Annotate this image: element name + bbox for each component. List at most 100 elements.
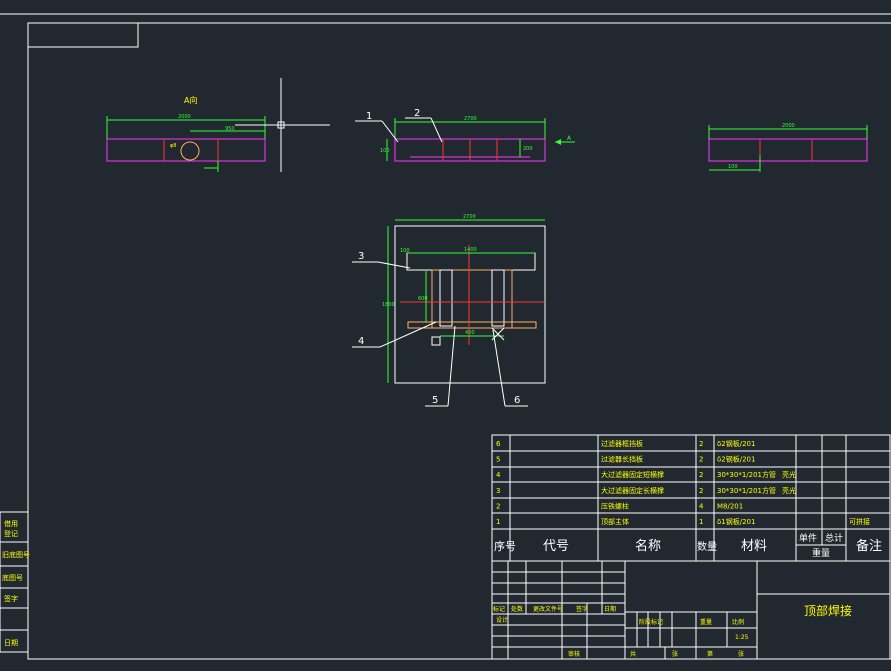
title-block-label: 阶段标记 [639, 618, 663, 626]
bom-rows: 6 过滤器框挡板 2 δ2钢板/201 5 过滤器长挡板 2 δ2钢板/201 4 大过滤器固定短… [496, 439, 870, 526]
bom-cell-material: δ1钢板/201 [717, 517, 755, 526]
bom-header-weight: 重量 [812, 547, 830, 559]
bom-header-note: 备注 [856, 538, 882, 554]
dimension-text: 100 [400, 248, 410, 254]
bom-cell-qty: 1 [699, 518, 703, 526]
bom-cell-qty: 4 [699, 502, 704, 510]
bom-cell-material: δ2钢板/201 [717, 455, 755, 464]
title-block: 标记 处数 更改文件号 签字 日期 设计 审核 阶段标记 重量 比例 1:25 … [491, 560, 891, 660]
bom-cell-material: M8/201 [717, 502, 743, 510]
bom-header-material: 材料 [741, 539, 767, 554]
dimension-text: 2700 [463, 214, 476, 220]
bom-cell-name: 压铁螺柱 [601, 501, 629, 510]
plan-view: 2700 1400 1800 100 600 400 [382, 214, 546, 384]
bom-header-no: 序号 [494, 539, 516, 553]
bom-cell-unit-weight: 亮光 [782, 486, 796, 495]
bom-cell-qty: 2 [699, 471, 703, 479]
callout-number: 3 [358, 251, 364, 262]
title-block-label: 张 [738, 650, 744, 658]
bom-cell-no: 6 [496, 440, 501, 448]
dimension-text: 600 [418, 296, 428, 302]
side-strip-label: 借用 [4, 519, 18, 528]
scale-value: 1:25 [735, 634, 749, 641]
bom-cell-qty: 2 [699, 440, 703, 448]
bom-cell-unit-weight: 亮光 [782, 470, 796, 479]
detail-circle [180, 141, 200, 161]
title-block-label: 第 [707, 650, 713, 658]
bom-cell-no: 4 [496, 471, 501, 479]
bom-header-code: 代号 [543, 539, 569, 554]
dimension-text: 100 [380, 148, 390, 154]
crosshair-cursor [235, 78, 330, 172]
bom-cell-qty: 2 [699, 456, 703, 464]
callout-number: 1 [366, 111, 372, 122]
side-strip-label: 底图号 [2, 573, 23, 582]
bom-cell-name: 顶部主体 [601, 517, 629, 526]
dimension-text: 1800 [382, 302, 395, 308]
dimension-text: φ8 [170, 143, 176, 149]
corner-code-box [27, 22, 139, 48]
title-block-label: 审核 [568, 650, 580, 658]
bom-header: 序号 代号 名称 数量 材料 单件 总计 重量 备注 [494, 532, 882, 559]
drawing-name: 顶部焊接 [804, 603, 852, 618]
title-block-label: 张 [672, 650, 678, 658]
title-block-label: 日期 [604, 605, 616, 613]
dimension-text: 2000 [782, 123, 795, 129]
callout-number: 5 [432, 395, 438, 406]
side-strip: 借用 登记 旧底图号 底图号 签字 日期 [0, 511, 30, 653]
dimension-text: 2700 [464, 116, 477, 122]
section-arrow-label: A [567, 135, 572, 142]
side-strip-label: 日期 [4, 639, 18, 647]
title-block-label: 签字 [576, 605, 588, 613]
callout-number: 4 [358, 336, 364, 347]
dimension-text: 100 [728, 164, 738, 170]
dimension-text: 950 [225, 126, 235, 132]
front-view: 2700 100 200 A [380, 116, 575, 162]
dimension-text: 200 [523, 146, 533, 152]
bom-cell-note: 可拼接 [849, 517, 870, 526]
bom-cell-material: 30*30*1/201方管 [717, 470, 776, 479]
bom-cell-no: 5 [496, 456, 500, 464]
side-strip-label: 登记 [4, 529, 18, 538]
callout-leaders [352, 117, 528, 407]
view-a-title: A向 [184, 95, 197, 105]
title-block-label: 处数 [511, 605, 523, 613]
side-view-outline [708, 138, 868, 162]
callout-numbers: 1 2 3 4 5 6 [358, 108, 520, 406]
drawing-frame [27, 22, 891, 660]
bom-header-qty: 数量 [697, 540, 717, 553]
bom-cell-material: 30*30*1/201方管 [717, 486, 776, 495]
view-a-outline [106, 138, 266, 162]
bom-cell-no: 3 [496, 487, 500, 495]
bom-header-name: 名称 [635, 538, 661, 554]
title-block-label: 比例 [732, 618, 744, 626]
callout-number: 6 [514, 395, 520, 406]
bom-cell-qty: 2 [699, 487, 703, 495]
dimension-text: 2000 [178, 114, 191, 120]
dimension-text: 1400 [464, 247, 477, 253]
side-strip-label: 旧底图号 [2, 550, 30, 559]
bom-cell-name: 过滤器长挡板 [601, 455, 643, 464]
bom-cell-name: 过滤器框挡板 [601, 439, 643, 448]
bom-table [491, 434, 891, 562]
side-strip-label: 签字 [4, 594, 18, 603]
view-a: A向 2000 950 φ8 [106, 95, 266, 172]
bom-cell-material: δ2钢板/201 [717, 439, 755, 448]
bom-cell-no: 2 [496, 502, 500, 510]
title-block-label: 重量 [700, 618, 712, 626]
plan-outline [394, 225, 546, 384]
title-block-label: 标记 [493, 605, 505, 613]
bom-header-unit: 单件 [799, 532, 817, 544]
title-block-label: 共 [630, 650, 636, 658]
callout-number: 2 [414, 108, 420, 119]
side-view: 2000 100 [708, 123, 868, 172]
title-block-label: 设计 [496, 616, 508, 624]
bom-cell-name: 大过滤器固定长横撑 [601, 486, 664, 495]
bom-cell-no: 1 [496, 518, 500, 526]
title-block-label: 更改文件号 [533, 605, 563, 613]
bom-header-total: 总计 [825, 532, 843, 544]
bom-cell-name: 大过滤器固定短横撑 [601, 470, 664, 479]
dimension-text: 400 [465, 330, 475, 336]
